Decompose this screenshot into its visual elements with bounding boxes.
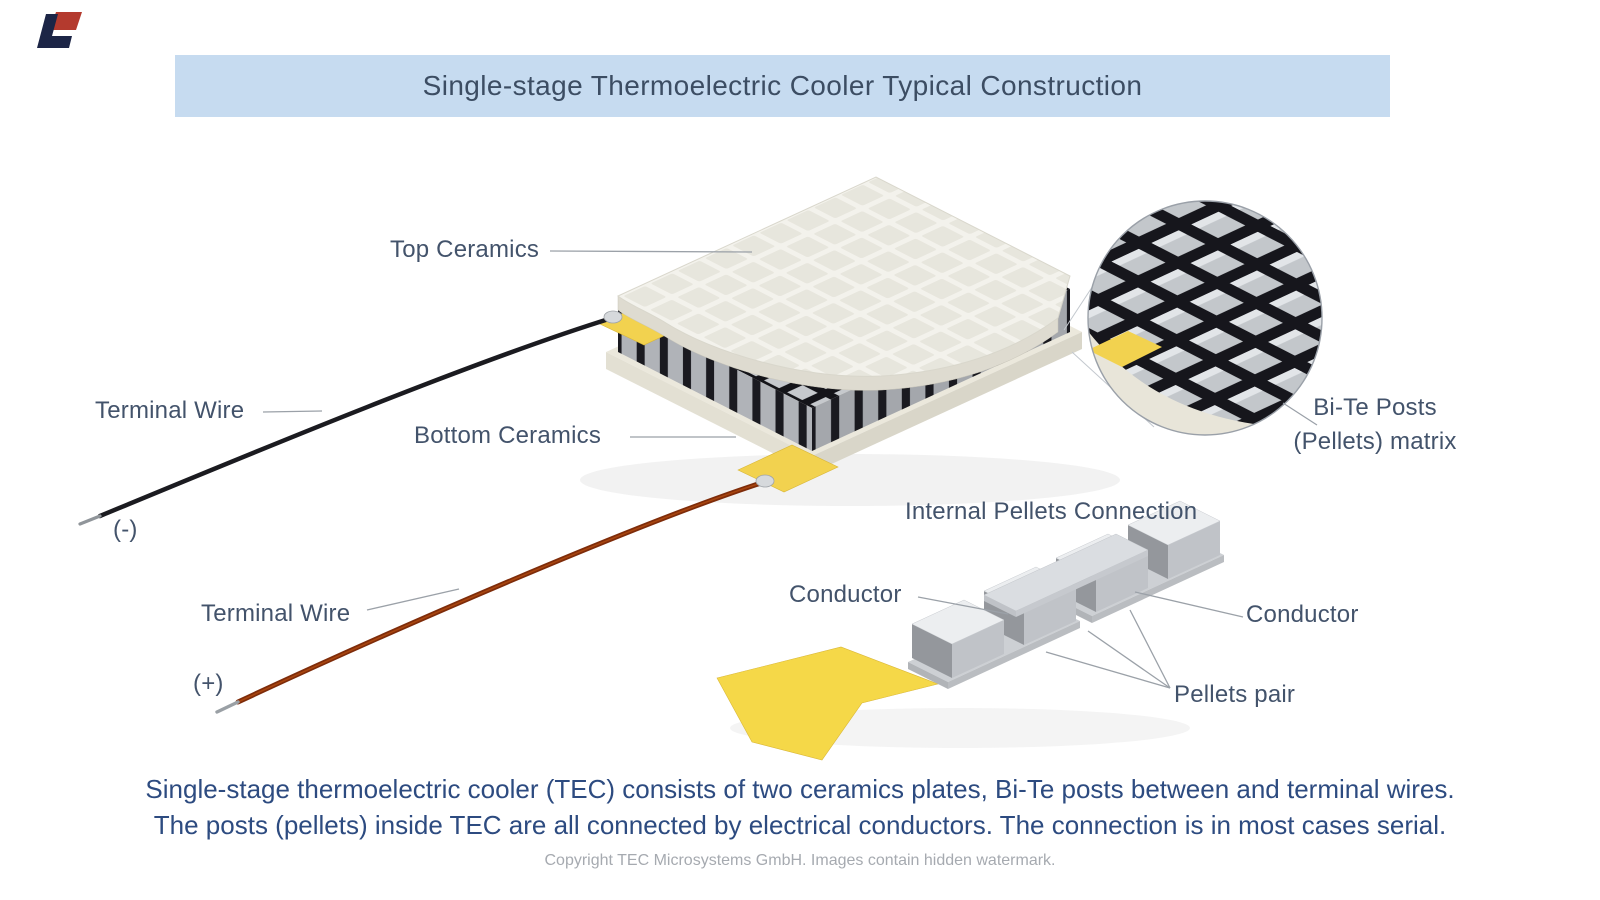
logo-navy-shape — [37, 14, 72, 48]
magnifier-inset — [1063, 200, 1323, 436]
title-banner: Single-stage Thermoelectric Cooler Typic… — [175, 55, 1390, 117]
label-bottom-ceramics: Bottom Ceramics — [414, 422, 602, 449]
top-conductor-bridge — [983, 533, 1149, 617]
label-bite-posts-line2: (Pellets) matrix — [1293, 428, 1457, 455]
page-title: Single-stage Thermoelectric Cooler Typic… — [422, 70, 1143, 101]
company-logo — [37, 12, 82, 48]
description-line2: The posts (pellets) inside TEC are all c… — [153, 810, 1447, 840]
heading-internal-pellets-connection: Internal Pellets Connection — [905, 498, 1198, 525]
label-top-ceramics: Top Ceramics — [390, 236, 540, 263]
label-pellets-pair: Pellets pair — [1174, 681, 1296, 708]
label-negative-sign: (-) — [113, 516, 138, 543]
label-terminal-wire-negative: Terminal Wire — [95, 397, 245, 424]
description-line1: Single-stage thermoelectric cooler (TEC)… — [145, 774, 1455, 804]
module-shadow — [580, 454, 1120, 506]
leader-lines — [262, 250, 753, 611]
terminal-wire-negative-graphic — [78, 310, 623, 526]
label-conductor-left: Conductor — [789, 581, 902, 608]
label-bite-posts-line1: Bi-Te Posts — [1313, 394, 1437, 421]
label-conductor-right: Conductor — [1246, 601, 1359, 628]
copyright-text: Copyright TEC Microsystems GmbH. Images … — [544, 852, 1056, 869]
terminal-wire-positive-graphic — [215, 474, 775, 714]
label-positive-sign: (+) — [193, 670, 224, 697]
label-terminal-wire-positive: Terminal Wire — [201, 600, 351, 627]
logo-red-shape — [50, 12, 82, 30]
internal-pellets-connection-graphic — [716, 500, 1244, 761]
yellow-conductor-l-shape — [716, 646, 939, 761]
inset-leader-lines — [917, 591, 1244, 689]
top-ceramics-plate — [617, 176, 1071, 391]
